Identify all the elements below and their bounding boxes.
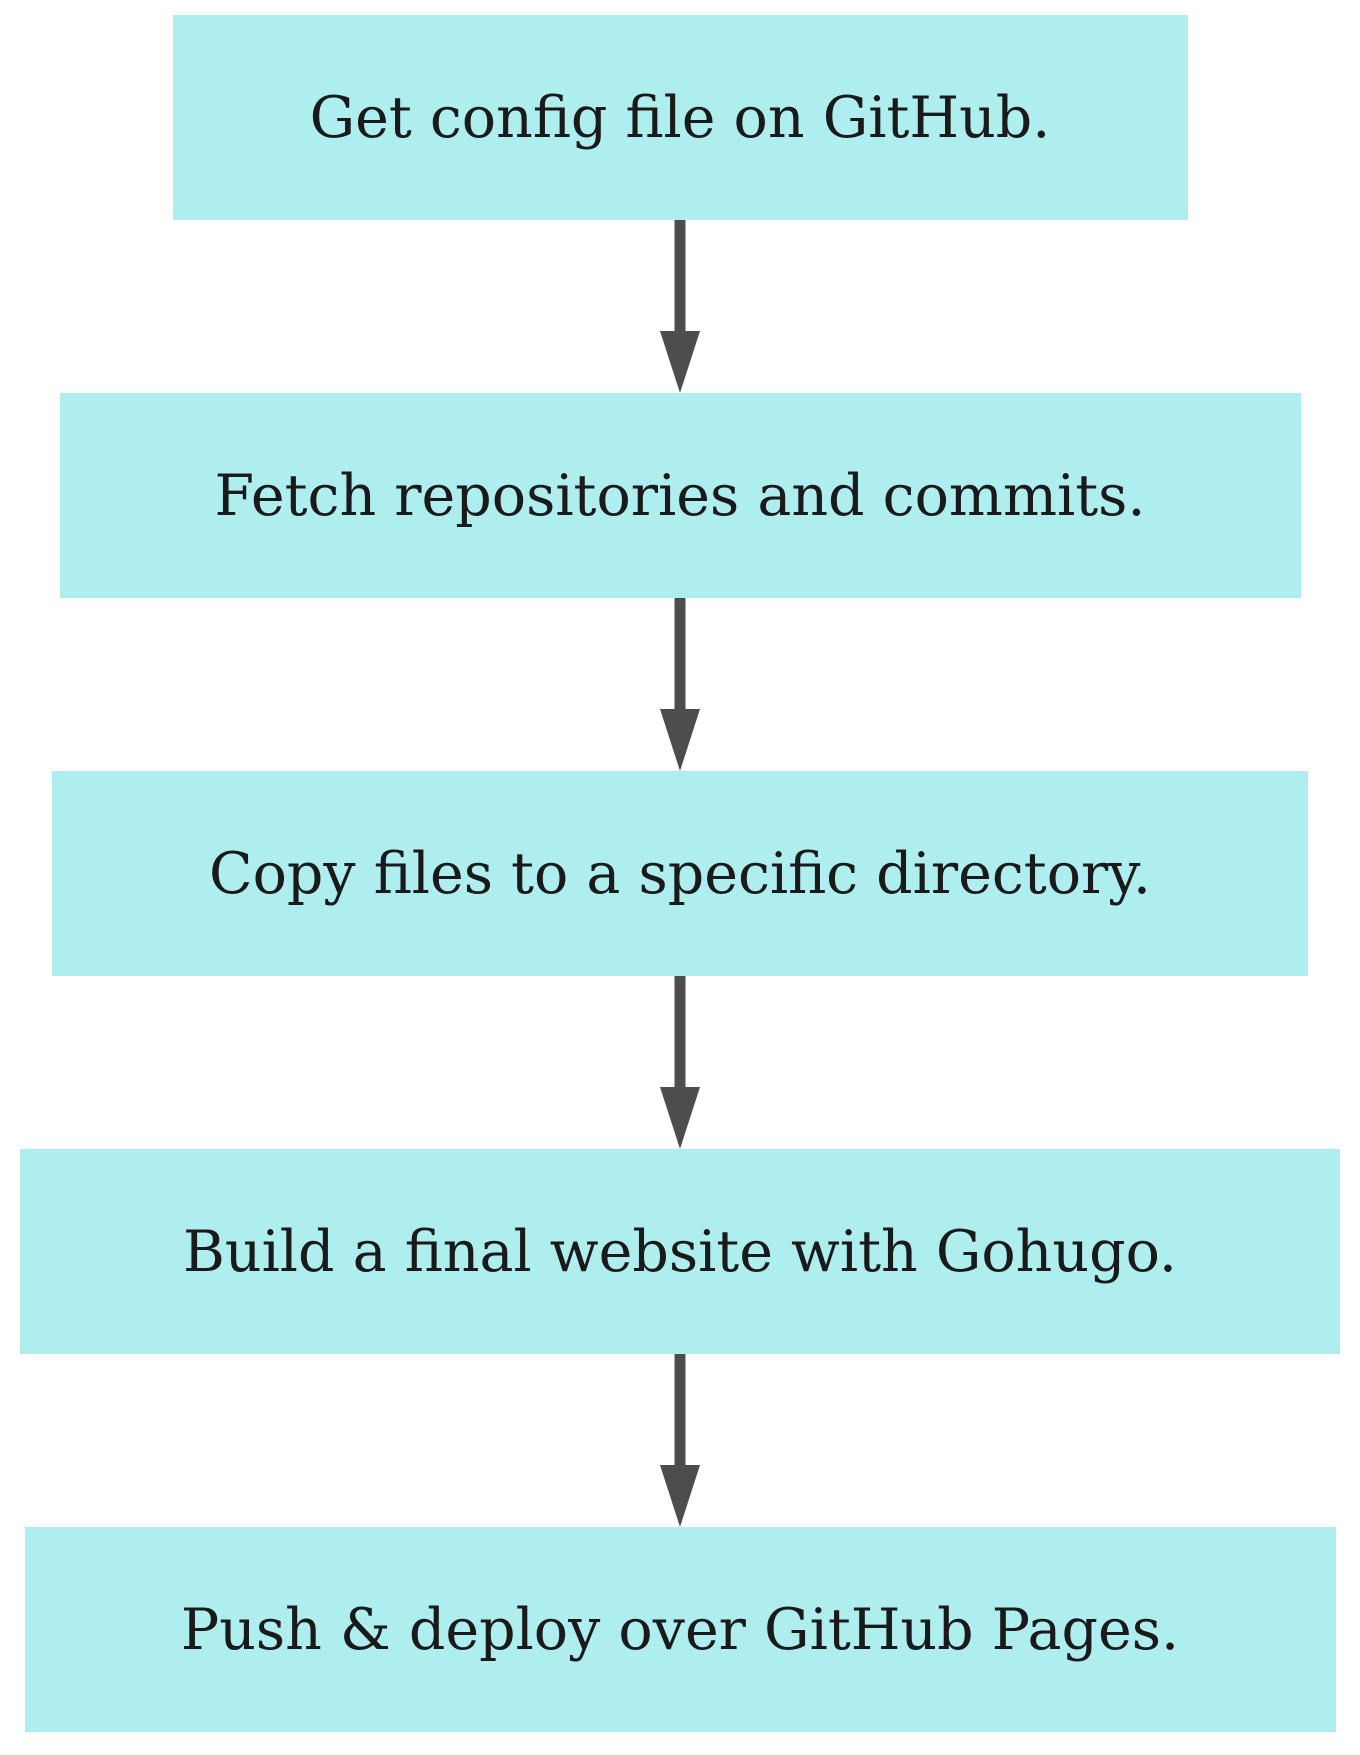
arrow-down-icon [660, 220, 700, 393]
flow-step-label: Build a final website with Gohugo. [182, 1218, 1178, 1285]
flow-step-label: Push & deploy over GitHub Pages. [180, 1596, 1180, 1663]
arrow-down-icon [660, 598, 700, 771]
flow-step-fetch-repos: Fetch repositories and commits. [59, 393, 1301, 598]
arrow-down-icon [660, 1354, 700, 1527]
arrow-down-icon [660, 976, 700, 1149]
flow-step-label: Copy files to a specific directory. [208, 840, 1152, 907]
flow-step-get-config: Get config file on GitHub. [172, 15, 1188, 220]
flow-step-label: Get config file on GitHub. [309, 84, 1051, 151]
flow-step-build-website: Build a final website with Gohugo. [20, 1149, 1340, 1354]
flow-step-label: Fetch repositories and commits. [214, 462, 1146, 529]
flow-step-copy-files: Copy files to a specific directory. [52, 771, 1308, 976]
flow-step-push-deploy: Push & deploy over GitHub Pages. [24, 1527, 1336, 1732]
